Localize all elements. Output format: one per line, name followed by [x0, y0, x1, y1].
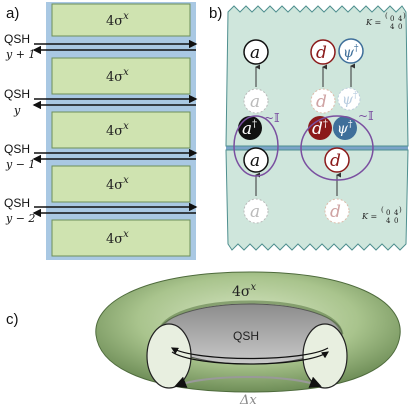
psi-faded-text: ψ† [342, 91, 358, 108]
a-column: a a a† ~𝕀 a a [233, 39, 280, 224]
edge-arrows [32, 39, 198, 218]
a-dag-text: a† [242, 119, 257, 139]
k-matrix-top-00: 0 [390, 15, 394, 23]
k-matrix-top-10: 4 [390, 23, 395, 31]
a-bottom-node [243, 147, 269, 173]
y-label-3: y − 1 [5, 158, 35, 171]
qsh-label-4: QSH [4, 196, 30, 210]
a-faded-text-top: a [250, 92, 260, 112]
qsh-label-3: QSH [4, 142, 30, 156]
k-matrix-bottom-10: 4 [386, 217, 391, 225]
block-label-3: 4σx [106, 121, 129, 139]
block-label-1: 4σx [106, 11, 129, 29]
psi-dag-top-text: ψ† [343, 44, 359, 61]
k-matrix-top-01: 4 [398, 15, 403, 23]
a-dag-node [238, 116, 262, 140]
a-faded-node-top [243, 88, 269, 114]
a-top-text: a [250, 43, 260, 63]
panel-b-sheets [225, 5, 409, 251]
d-faded-node-top [310, 88, 336, 114]
d-column: d ψ† d ψ† d† ψ† ~𝕀 d d [300, 38, 374, 224]
panel-c-label: c) [6, 311, 19, 328]
d-bottom-node [324, 147, 350, 173]
torus-edge-arrow-front [171, 351, 329, 365]
panel-a-label: a) [6, 5, 19, 22]
block-label-2: 4σx [106, 67, 129, 85]
d-faded-text-bottom: d [330, 202, 341, 222]
d-faded-text-top: d [316, 92, 327, 112]
block-2 [51, 57, 191, 95]
torus-label: 4σx [232, 282, 256, 300]
panel-a-blocks [51, 3, 191, 257]
identity-left: ~𝕀 [264, 111, 280, 125]
k-matrix-bottom-rparen: ) [399, 206, 402, 214]
psi-faded-node [337, 87, 361, 111]
k-matrix-bottom-lparen: ( [381, 206, 384, 214]
k-matrix-bottom-00: 0 [386, 209, 390, 217]
k-matrix-top-11: 0 [398, 23, 402, 31]
y-label-4: y − 2 [5, 212, 35, 225]
block-label-4: 4σx [106, 175, 129, 193]
d-faded-node-bottom [324, 198, 350, 224]
k-matrix-bottom: K = ( 0 4 4 0 ) [361, 206, 402, 225]
psi-dag-node [333, 116, 357, 140]
k-matrix-bottom-label: K = [361, 212, 377, 221]
delta-x-label: Δx [239, 393, 257, 408]
torus-cut-right [302, 323, 348, 389]
block-1 [51, 3, 191, 37]
qsh-row-labels: QSH y + 1 QSH y QSH y − 1 QSH y − 2 [4, 32, 35, 225]
d-dag-node [308, 116, 332, 140]
k-matrix-top-lparen: ( [385, 12, 388, 20]
qsh-label-2: QSH [4, 87, 30, 101]
block-labels: 4σx 4σx 4σx 4σx 4σx [106, 11, 129, 247]
k-matrix-bottom-01: 4 [394, 209, 399, 217]
a-group-ellipse [233, 115, 279, 177]
torus-cut-left [146, 323, 192, 389]
k-matrix-top-rparen: ) [403, 12, 406, 20]
block-3 [51, 111, 191, 149]
d-top-text: d [316, 43, 327, 63]
torus-center-label: QSH [233, 329, 259, 343]
k-matrix-top: K = ( 0 4 4 0 ) [365, 12, 406, 31]
qsh-label-1: QSH [4, 32, 30, 46]
torus-inner-rim [156, 300, 344, 335]
y-label-1: y + 1 [5, 48, 35, 61]
panel-b-label: b) [209, 5, 222, 22]
k-matrix-bottom-11: 0 [394, 217, 398, 225]
d-group-ellipse [300, 115, 374, 181]
psi-dag-text: ψ† [337, 120, 353, 137]
delta-x-arc [174, 376, 322, 388]
d-dag-text: d† [312, 119, 328, 139]
a-faded-node-bottom [243, 198, 269, 224]
d-top-node [310, 39, 336, 65]
psi-dag-top-node [338, 38, 364, 64]
block-5 [51, 219, 191, 257]
y-label-2: y [13, 104, 21, 117]
a-faded-text-bottom: a [250, 202, 260, 222]
torus: 4σx QSH Δx [95, 271, 401, 408]
identity-right: ~𝕀 [358, 109, 374, 123]
a-bottom-text: a [250, 151, 260, 171]
d-bottom-text: d [330, 151, 341, 171]
lower-sheet [225, 149, 409, 251]
upper-sheet [225, 5, 409, 147]
torus-edge-arrow-back [170, 347, 329, 360]
block-label-5: 4σx [106, 229, 129, 247]
a-top-node [243, 39, 269, 65]
block-4 [51, 165, 191, 203]
k-matrix-top-label: K = [365, 18, 381, 27]
